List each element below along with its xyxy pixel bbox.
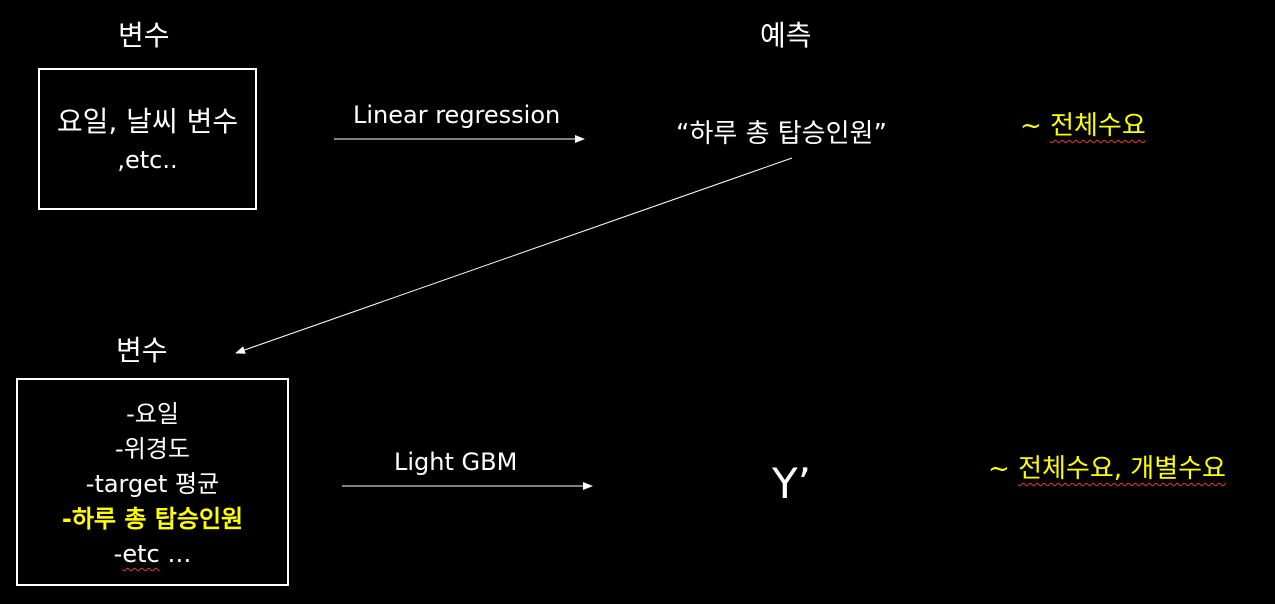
prediction-heading: 예측 xyxy=(760,19,812,52)
bottom-variables-box: -요일 -위경도 -target 평균 -하루 총 탑승인원 -etc … xyxy=(16,378,289,586)
bottom-demand-text: 전체수요, 개별수요 xyxy=(1018,454,1226,484)
bottom-variable-item: -요일 xyxy=(126,400,179,428)
bottom-demand-note: ~ 전체수요, 개별수요 xyxy=(988,456,1226,482)
bottom-variable-item-etc: -etc … xyxy=(18,542,287,566)
top-demand-tilde: ~ xyxy=(1020,111,1051,141)
light-gbm-label: Light GBM xyxy=(394,448,518,476)
bottom-vars-heading: 변수 xyxy=(116,334,168,367)
top-demand-text: 전체수요 xyxy=(1050,111,1146,141)
bottom-demand-tilde: ~ xyxy=(988,454,1019,484)
etc-word: etc xyxy=(122,540,160,568)
output-y-prime: Y’ xyxy=(772,459,812,508)
top-variables-line1: 요일, 날씨 변수 xyxy=(56,105,239,138)
bottom-variable-item: -target 평균 xyxy=(85,470,220,498)
top-demand-note: ~ 전체수요 xyxy=(1020,113,1146,139)
top-variables-box: 요일, 날씨 변수 ,etc.. xyxy=(38,68,257,210)
top-vars-heading: 변수 xyxy=(118,19,170,52)
bottom-variable-item-highlighted: -하루 총 탑승인원 xyxy=(61,505,244,533)
etc-dash: - xyxy=(113,540,123,568)
prediction-daily-total-riders: “하루 총 탑승인원” xyxy=(676,119,887,149)
etc-ellipsis: … xyxy=(159,540,192,568)
feedback-arrow xyxy=(235,157,793,354)
top-variables-line2: ,etc.. xyxy=(117,146,178,174)
bottom-variable-item: -위경도 xyxy=(115,435,190,463)
linear-regression-label: Linear regression xyxy=(353,101,561,129)
